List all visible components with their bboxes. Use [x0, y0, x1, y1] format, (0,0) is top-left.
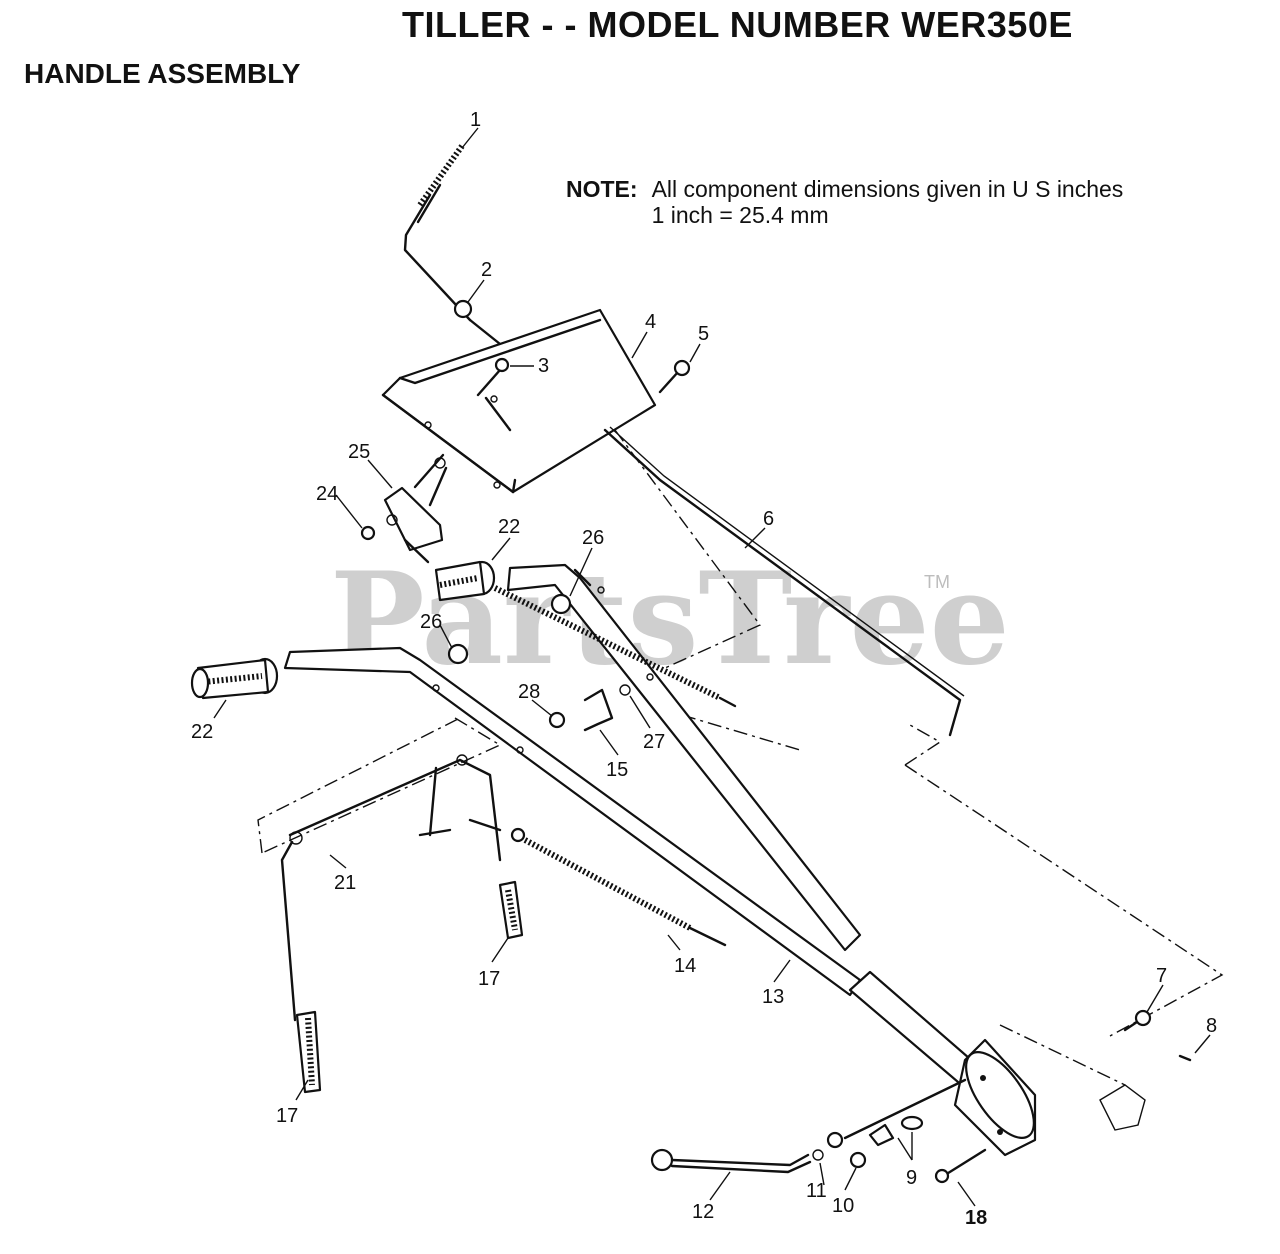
- page-title: TILLER - - MODEL NUMBER WER350E: [402, 4, 1073, 45]
- shift-lever-part-12: [650, 1148, 812, 1174]
- console-panel-part-4: [381, 308, 657, 494]
- upper-handle-bar: [506, 563, 862, 952]
- lower-handle-bar-part-13: [283, 646, 862, 997]
- callout-24: 24: [316, 483, 338, 505]
- callout-12: 12: [692, 1201, 714, 1223]
- washer-part-11: [812, 1149, 824, 1161]
- callout-13: 13: [762, 986, 784, 1008]
- note-label: NOTE:: [566, 176, 638, 202]
- bolt-part-18: [934, 1148, 987, 1184]
- callout-4: 4: [645, 311, 656, 333]
- callout-9: 9: [906, 1167, 917, 1189]
- callout-7: 7: [1156, 965, 1167, 987]
- grip-part-17-right: [498, 880, 524, 940]
- callout-5: 5: [698, 323, 709, 345]
- control-lever-part-1: [403, 144, 507, 350]
- handle-grip-part-22-upper: [434, 560, 496, 602]
- note-line-2: 1 inch = 25.4 mm: [651, 202, 829, 228]
- callout-17-left: 17: [276, 1105, 298, 1127]
- control-rod-part-6: [603, 426, 965, 737]
- callout-15: 15: [606, 759, 628, 781]
- handle-base-bracket: [848, 970, 1037, 1157]
- cable-part-14: [510, 827, 727, 947]
- section-heading: HANDLE ASSEMBLY: [24, 58, 301, 89]
- bail-rod-part-21: [280, 754, 502, 1022]
- trademark-symbol: TM: [924, 572, 950, 592]
- callout-11: 11: [806, 1180, 827, 1202]
- nut-part-26-upper: [550, 593, 572, 615]
- handle-grip-part-22-lower: [190, 657, 279, 700]
- note-body: All component dimensions given in U S in…: [652, 176, 1124, 228]
- grip-part-17-left: [295, 1010, 322, 1094]
- callout-22-lower: 22: [191, 721, 213, 743]
- tiller-frame-fragment: [1099, 1084, 1146, 1131]
- clip-part-15: [583, 688, 614, 732]
- washer-part-10: [849, 1151, 867, 1169]
- pin-part-8: [1178, 1054, 1192, 1062]
- spacers-part-9: [826, 1078, 967, 1149]
- callout-26-upper: 26: [582, 527, 604, 549]
- screw-part-3: [476, 357, 510, 397]
- note-line-1: All component dimensions given in U S in…: [651, 176, 1124, 202]
- callout-3: 3: [538, 355, 549, 377]
- callout-17-right: 17: [478, 968, 500, 990]
- callout-27: 27: [643, 731, 665, 753]
- leader-lines: [213, 127, 1211, 1207]
- callout-10: 10: [832, 1195, 854, 1217]
- callout-25: 25: [348, 441, 370, 463]
- nut-part-26-lower: [447, 643, 469, 665]
- throttle-cable-upper: [493, 585, 737, 708]
- callout-18: 18: [965, 1207, 987, 1229]
- callout-14: 14: [674, 955, 696, 977]
- nut-part-24: [360, 525, 376, 541]
- dimension-note: NOTE: All component dimensions given in U…: [566, 176, 1123, 228]
- bolt-part-7: [1123, 1009, 1152, 1032]
- callout-8: 8: [1206, 1015, 1217, 1037]
- callout-21: 21: [334, 872, 356, 894]
- callout-22-upper: 22: [498, 516, 520, 538]
- callout-2: 2: [481, 259, 492, 281]
- lever-nut-part-2: [453, 299, 473, 319]
- nut-part-28: [548, 711, 566, 729]
- bolt-part-5: [658, 359, 691, 394]
- callout-26-lower: 26: [420, 611, 442, 633]
- callout-28: 28: [518, 681, 540, 703]
- bracket-part-25: [383, 453, 448, 564]
- washer-part-27: [619, 684, 631, 696]
- callout-labels: 1 2 3 4 5 6 7 8 9 10 11 12 13 14 15 17 1…: [191, 109, 1217, 1229]
- callout-1: 1: [470, 109, 481, 131]
- callout-6: 6: [763, 508, 774, 530]
